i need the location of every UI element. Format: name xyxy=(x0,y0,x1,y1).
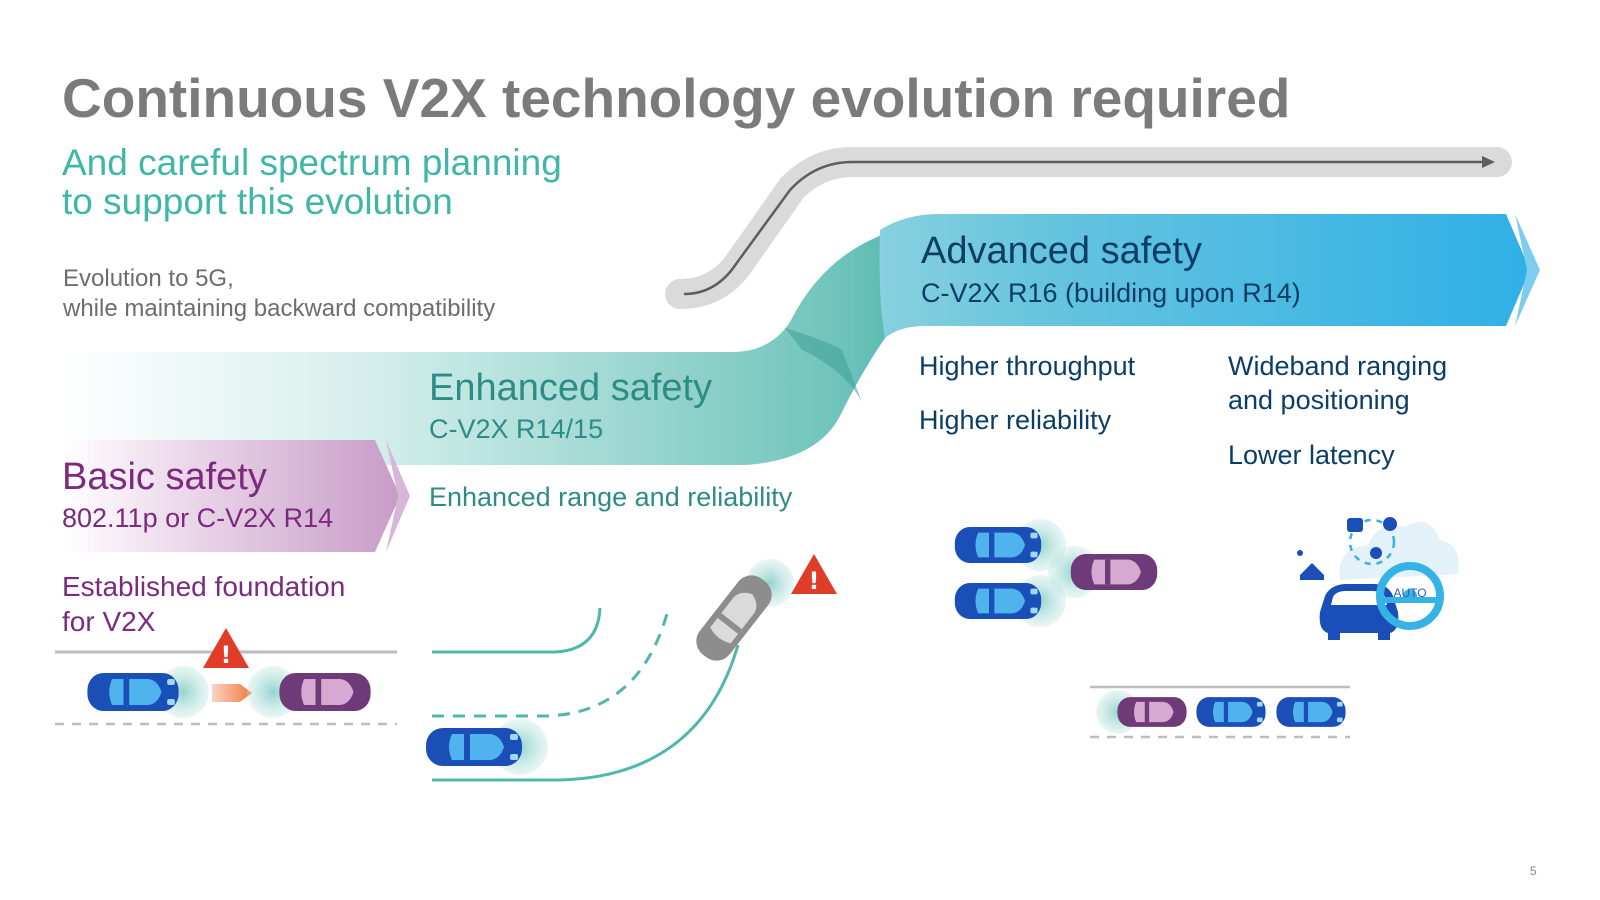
advanced-overtake-scene xyxy=(954,519,1158,627)
crashing-car-icon xyxy=(689,568,779,668)
feature-wideband-ranging: Wideband ranging and positioning xyxy=(1228,349,1447,417)
feature-line: and positioning xyxy=(1228,385,1410,415)
car-icon xyxy=(426,728,522,766)
car-icon xyxy=(1276,697,1346,727)
page-title: Continuous V2X technology evolution requ… xyxy=(62,67,1291,129)
page-subtitle: And careful spectrum planning to support… xyxy=(62,143,562,221)
basic-chevron xyxy=(386,440,410,552)
enhanced-safety-subtitle: C-V2X R14/15 xyxy=(429,414,604,444)
enhanced-safety-scene xyxy=(426,559,794,782)
enhanced-safety-title: Enhanced safety xyxy=(429,367,713,409)
evolution-line: Evolution to 5G, xyxy=(63,265,234,292)
car-icon xyxy=(954,526,1042,564)
svg-text:!: ! xyxy=(809,567,820,595)
basic-feature-line: for V2X xyxy=(62,606,156,637)
car-icon xyxy=(1070,553,1158,591)
evolution-arrow xyxy=(665,147,1512,309)
advanced-safety-band xyxy=(879,214,1530,338)
page-number: 5 xyxy=(1530,864,1537,878)
svg-text:!: ! xyxy=(221,641,232,669)
subtitle-line: And careful spectrum planning xyxy=(62,142,562,183)
autonomous-car-icon: AUTO xyxy=(1297,517,1459,640)
basic-safety-band xyxy=(62,440,400,552)
advanced-safety-subtitle: C-V2X R16 (building upon R14) xyxy=(921,278,1301,308)
evolution-note: Evolution to 5G, while maintaining backw… xyxy=(63,264,495,324)
car-icon xyxy=(279,673,371,711)
car-icon xyxy=(87,673,179,711)
basic-safety-title: Basic safety xyxy=(62,456,267,498)
advanced-platoon-scene xyxy=(1090,685,1350,739)
subtitle-line: to support this evolution xyxy=(62,181,453,222)
warning-triangle-icon: ! xyxy=(203,628,249,669)
evolution-line: while maintaining backward compatibility xyxy=(63,295,496,322)
advanced-chevron xyxy=(1515,214,1540,326)
svg-text:AUTO: AUTO xyxy=(1393,586,1426,600)
feature-higher-reliability: Higher reliability xyxy=(919,405,1112,435)
feature-higher-throughput: Higher throughput xyxy=(919,351,1136,381)
basic-safety-feature: Established foundation for V2X xyxy=(62,569,345,639)
car-icon xyxy=(954,582,1042,620)
car-icon xyxy=(1117,697,1187,727)
feature-lower-latency: Lower latency xyxy=(1228,440,1395,470)
band-fold-shadow xyxy=(785,328,862,402)
advanced-safety-title: Advanced safety xyxy=(921,230,1202,272)
enhanced-safety-band xyxy=(62,220,925,465)
warning-triangle-icon: ! xyxy=(791,554,837,595)
feature-line: Wideband ranging xyxy=(1228,351,1448,381)
basic-safety-subtitle: 802.11p or C-V2X R14 xyxy=(62,503,334,533)
car-icon xyxy=(1196,697,1266,727)
basic-feature-line: Established foundation xyxy=(62,571,346,602)
enhanced-safety-feature: Enhanced range and reliability xyxy=(429,482,793,512)
